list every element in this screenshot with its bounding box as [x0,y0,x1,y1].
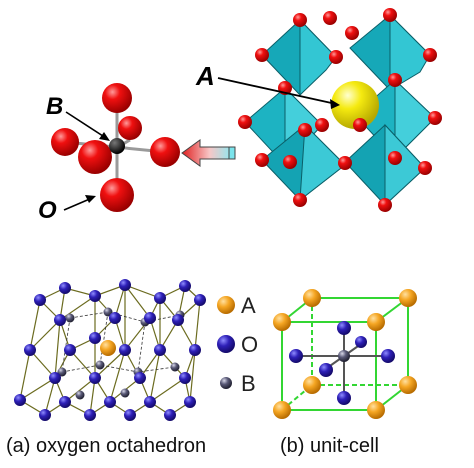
label-a-arrowhead [330,99,340,109]
unit-cell [273,289,417,419]
octahedron-front-right [344,123,426,207]
lattice-oxygen-atoms [14,279,206,421]
legend: A O B [217,293,258,396]
octahedron-front-left [261,123,346,202]
b-site-atom [109,138,125,154]
unit-cell-b-atom [338,350,350,362]
caption-oxygen-octahedron: (a) oxygen octahedron [6,435,206,457]
legend-b-swatch [220,377,232,389]
legend-b-label: B [241,371,256,396]
legend-item-a: A [217,293,256,318]
octahedra-oxygen-atoms [238,8,442,212]
lattice-a-atom [100,340,116,356]
label-o-pointer [63,197,93,211]
lattice-b-atoms [57,307,185,400]
legend-a-label: A [241,293,256,318]
label-b-pointer [65,111,107,139]
octahedron-back-left [261,18,337,97]
label-o-arrowhead [85,195,96,203]
label-o: O [38,197,57,224]
bo6-octahedron: B O [38,83,180,224]
label-a-pointer [217,77,337,105]
label-b: B [46,93,63,120]
legend-item-o: O [217,332,258,357]
label-b-arrowhead [99,132,110,141]
oxygen-octahedron-lattice [14,279,206,421]
a-site-atom [331,81,379,129]
caption-unit-cell: (b) unit-cell [280,435,379,457]
legend-a-swatch [217,296,235,314]
octahedron-back-right [349,13,431,91]
legend-o-label: O [241,332,258,357]
transform-arrow-icon [181,139,236,167]
octahedra-network: A [195,8,442,212]
legend-item-b: B [220,371,256,396]
legend-o-swatch [217,335,235,353]
label-a: A [195,61,215,91]
